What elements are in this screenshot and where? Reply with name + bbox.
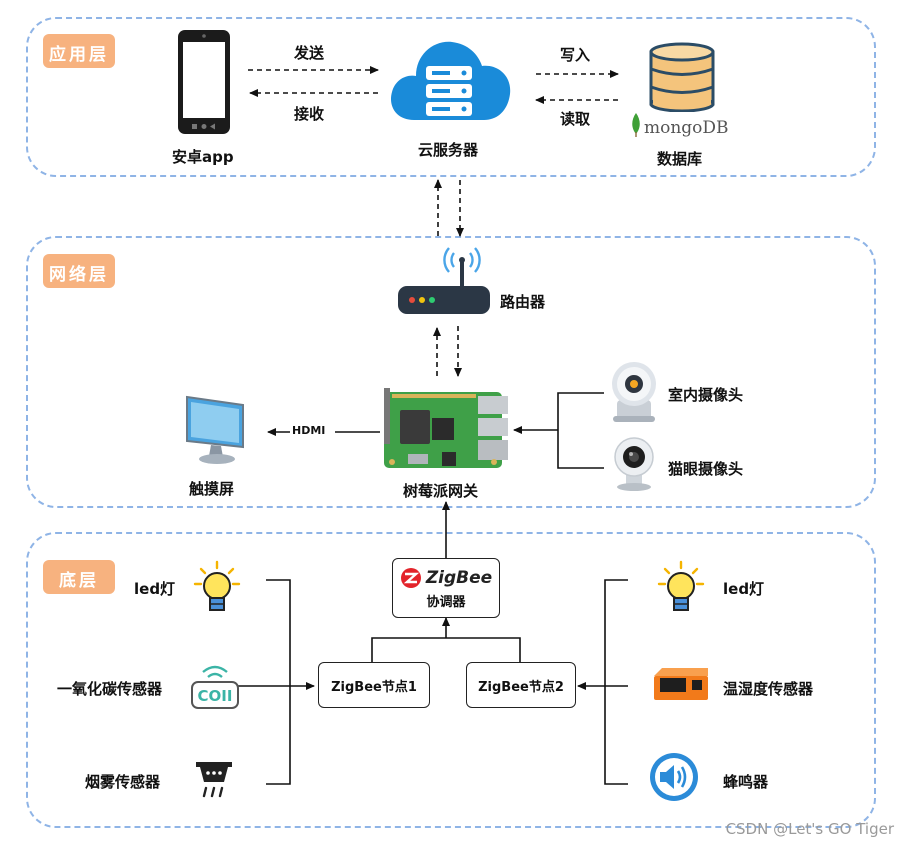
co-sensor-icon: COII [191, 665, 239, 709]
buzzer-speaker-icon [650, 753, 698, 801]
raspberry-pi-icon [384, 388, 508, 468]
zigbee-logo-text: ZigBee [425, 567, 493, 588]
peephole-camera-label: 猫眼摄像头 [668, 460, 744, 478]
zigbee-coordinator-box: ZigBee 协调器 [392, 558, 500, 618]
router-label: 路由器 [500, 293, 546, 311]
send-label: 发送 [294, 44, 325, 62]
co-sensor-label: 一氧化碳传感器 [57, 680, 163, 698]
peephole-camera-icon [614, 437, 654, 491]
led-left-label: led灯 [134, 580, 176, 598]
smartphone-icon [178, 30, 230, 134]
app-layer-tag: 应用层 [43, 34, 115, 68]
zigbee-node-2: ZigBee节点2 [466, 662, 576, 708]
zigbee-node-1: ZigBee节点1 [318, 662, 430, 708]
bulb-icon [193, 560, 241, 611]
coordinator-label: 协调器 [426, 594, 466, 610]
temp-humidity-label: 温湿度传感器 [723, 680, 814, 698]
bulb-icon [657, 560, 705, 611]
hdmi-label: HDMI [292, 424, 326, 437]
smoke-sensor-label: 烟雾传感器 [85, 773, 161, 791]
gateway-label: 树莓派网关 [403, 482, 479, 500]
cloud-server-icon [390, 41, 511, 120]
indoor-camera-icon [612, 362, 656, 422]
zigbee-logo: ZigBee [400, 567, 492, 589]
database-label: 数据库 [657, 150, 703, 168]
write-label: 写入 [560, 46, 591, 64]
smoke-detector-icon [196, 762, 232, 798]
database-icon [649, 42, 715, 112]
read-label: 读取 [560, 110, 591, 128]
co-icon-text: COII [198, 687, 233, 705]
bottom-layer-tag: 底层 [43, 560, 115, 594]
zigbee-logo-icon [400, 567, 421, 588]
temp-humidity-sensor-icon [654, 668, 708, 700]
touchscreen-label: 触摸屏 [189, 480, 235, 498]
cloud-label: 云服务器 [418, 141, 479, 159]
app-layer-frame [26, 17, 876, 177]
indoor-camera-label: 室内摄像头 [668, 386, 744, 404]
receive-label: 接收 [294, 105, 325, 123]
watermark-text: CSDN @Let's GO Tiger [725, 820, 894, 838]
bottom-layer-frame [26, 532, 876, 828]
router-icon [398, 247, 490, 314]
mongodb-logo-text: mongoDB [644, 118, 729, 138]
led-right-label: led灯 [723, 580, 765, 598]
mongodb-leaf-icon [632, 113, 640, 137]
phone-label: 安卓app [172, 148, 234, 166]
monitor-icon [186, 395, 244, 464]
network-layer-tag: 网络层 [43, 254, 115, 288]
buzzer-label: 蜂鸣器 [723, 773, 769, 791]
network-layer-frame [26, 236, 876, 508]
